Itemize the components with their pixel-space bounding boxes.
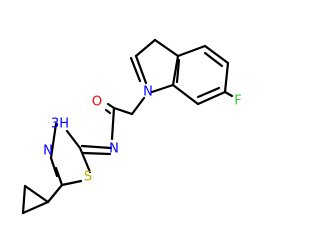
thiadiazole-nitrogen-label: N: [43, 144, 53, 159]
bond: [171, 54, 180, 87]
bond: [49, 156, 59, 178]
bond: [21, 184, 27, 215]
bond: [130, 96, 146, 116]
bond: [175, 58, 181, 84]
bond: [112, 106, 134, 116]
bond: [65, 129, 82, 150]
bond: [134, 54, 148, 85]
bond: [60, 179, 83, 187]
bond: [21, 200, 50, 215]
bond: [150, 83, 175, 94]
bond: [203, 44, 230, 65]
fluorine-atom-label: F: [234, 94, 241, 109]
bond: [46, 183, 64, 204]
bond-lines: [21, 38, 234, 215]
imine-nitrogen-label: N: [109, 142, 119, 157]
bond: [49, 122, 58, 160]
bond: [81, 151, 112, 156]
atom-labels: O N F N 3H N S: [43, 85, 242, 185]
bond: [129, 56, 142, 83]
bond: [110, 106, 116, 141]
bond: [176, 44, 207, 58]
bond: [54, 166, 64, 187]
sulfur-atom-label: S: [84, 170, 92, 185]
bond: [106, 102, 116, 110]
bond: [78, 146, 92, 174]
bond: [23, 184, 50, 204]
bond: [80, 144, 113, 150]
bond: [171, 83, 200, 106]
bond: [104, 108, 112, 115]
molecule-structure: O N F N 3H N S: [21, 38, 242, 215]
bond: [134, 38, 157, 58]
oxygen-atom-label: O: [92, 95, 102, 110]
bond: [196, 90, 227, 106]
bond: [223, 90, 234, 98]
bond: [153, 38, 180, 58]
bond: [196, 86, 221, 99]
indole-nitrogen-label: N: [143, 85, 153, 100]
bond: [223, 61, 230, 94]
ring-nh-label: 3H: [51, 117, 69, 132]
bond: [203, 51, 224, 68]
